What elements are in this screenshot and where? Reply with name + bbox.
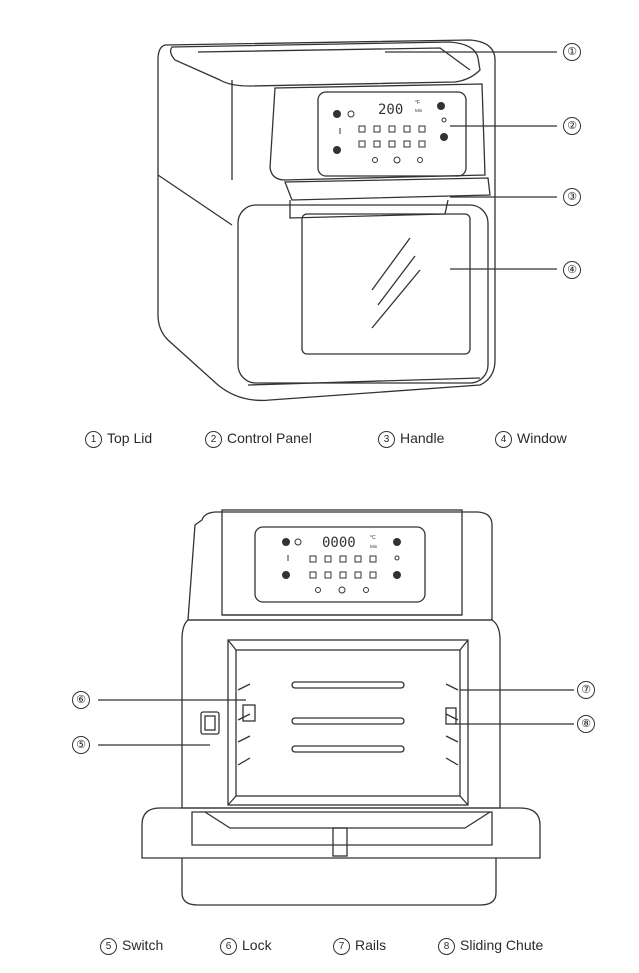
caption-label: Window (517, 430, 567, 446)
top-lid (169, 41, 481, 87)
door-handle (332, 827, 348, 857)
caption-label: Rails (355, 937, 387, 953)
caption-window: 4 Window (495, 430, 567, 448)
rail (291, 745, 405, 753)
temperature-display: 200 (378, 102, 403, 118)
handle (284, 177, 491, 201)
rail (291, 681, 405, 689)
caption-label: Top Lid (107, 430, 153, 446)
caption-handle: 3 Handle (378, 430, 444, 448)
caption-sliding-chute: 8 Sliding Chute (438, 937, 543, 955)
caption-number: 2 (205, 431, 222, 448)
callout-2: ② (563, 117, 581, 135)
lock (242, 704, 256, 722)
caption-top-lid: 1 Top Lid (85, 430, 152, 448)
caption-label: Sliding Chute (460, 937, 544, 953)
callout-8: ⑧ (577, 715, 595, 733)
caption-number: 3 (378, 431, 395, 448)
unit-bottom: Min (415, 108, 423, 113)
base (181, 858, 497, 906)
callout-1: ① (563, 43, 581, 61)
callout-7: ⑦ (577, 681, 595, 699)
control-panel (317, 91, 467, 177)
air-fryer-front-view: 200 °F Min (157, 39, 557, 402)
callout-4: ④ (563, 261, 581, 279)
rail (291, 717, 405, 725)
caption-control-panel: 2 Control Panel (205, 430, 312, 448)
caption-lock: 6 Lock (220, 937, 272, 955)
caption-label: Lock (242, 937, 272, 953)
caption-number: 8 (438, 938, 455, 955)
caption-label: Switch (122, 937, 164, 953)
caption-number: 7 (333, 938, 350, 955)
unit-top: °F (415, 100, 420, 106)
oven-body (181, 619, 501, 809)
caption-label: Handle (400, 430, 445, 446)
callout-3: ③ (563, 188, 581, 206)
window (301, 213, 471, 355)
caption-rails: 7 Rails (333, 937, 386, 955)
caption-number: 1 (85, 431, 102, 448)
air-fryer-open-view: 0000 °C Min (98, 509, 574, 906)
unit-bottom: Min (370, 544, 378, 549)
temperature-display: 0000 (322, 535, 356, 551)
caption-switch: 5 Switch (100, 937, 163, 955)
callout-6: ⑥ (72, 691, 90, 709)
open-door (141, 807, 541, 859)
caption-number: 5 (100, 938, 117, 955)
control-panel (254, 526, 426, 603)
body-outline (157, 39, 496, 402)
sliding-chute (445, 707, 457, 725)
caption-number: 4 (495, 431, 512, 448)
door (237, 204, 489, 384)
unit-top: °C (370, 535, 376, 541)
switch (200, 711, 220, 735)
upper-housing (187, 511, 493, 621)
caption-number: 6 (220, 938, 237, 955)
control-panel-housing (269, 83, 486, 181)
callout-5: ⑤ (72, 736, 90, 754)
oven-cavity (227, 639, 469, 806)
caption-label: Control Panel (227, 430, 312, 446)
